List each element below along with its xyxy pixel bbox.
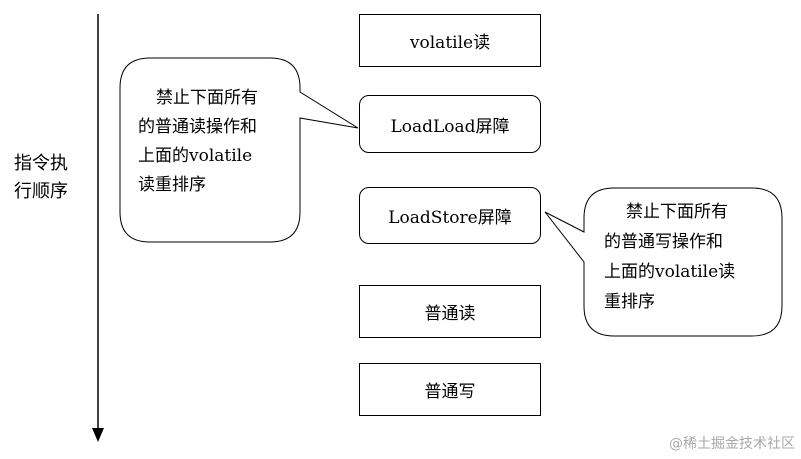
callout-left-line2: 的普通读操作和 bbox=[138, 117, 257, 137]
execution-order-label-line2: 行顺序 bbox=[14, 181, 68, 202]
volatile-read-box: volatile读 bbox=[359, 14, 541, 67]
execution-order-label: 指令执 行顺序 bbox=[14, 150, 68, 206]
callout-right-text: 禁止下面所有 的普通写操作和 上面的volatile读 重排序 bbox=[604, 197, 735, 317]
callout-left-line4: 读重排序 bbox=[138, 175, 206, 195]
callout-right-line1: 禁止下面所有 bbox=[626, 202, 728, 222]
callout-right-line2: 的普通写操作和 bbox=[604, 232, 723, 252]
callout-right-bubble bbox=[544, 187, 783, 337]
callout-left-line3: 上面的volatile bbox=[138, 146, 253, 166]
callout-left-line1: 禁止下面所有 bbox=[156, 88, 258, 108]
normal-write-box: 普通写 bbox=[359, 363, 541, 416]
callout-left-bubble bbox=[119, 57, 359, 243]
watermark: @稀土掘金技术社区 bbox=[669, 436, 795, 452]
normal-read-box: 普通读 bbox=[359, 285, 541, 338]
callout-right-line4: 重排序 bbox=[604, 292, 655, 312]
callout-right-line3: 上面的volatile读 bbox=[604, 262, 736, 282]
execution-order-label-line1: 指令执 bbox=[14, 153, 68, 174]
loadload-barrier-box: LoadLoad屏障 bbox=[359, 95, 541, 153]
callout-left-text: 禁止下面所有 的普通读操作和 上面的volatile 读重排序 bbox=[138, 84, 258, 200]
loadstore-barrier-box: LoadStore屏障 bbox=[359, 187, 541, 244]
execution-order-arrowhead bbox=[92, 428, 104, 442]
